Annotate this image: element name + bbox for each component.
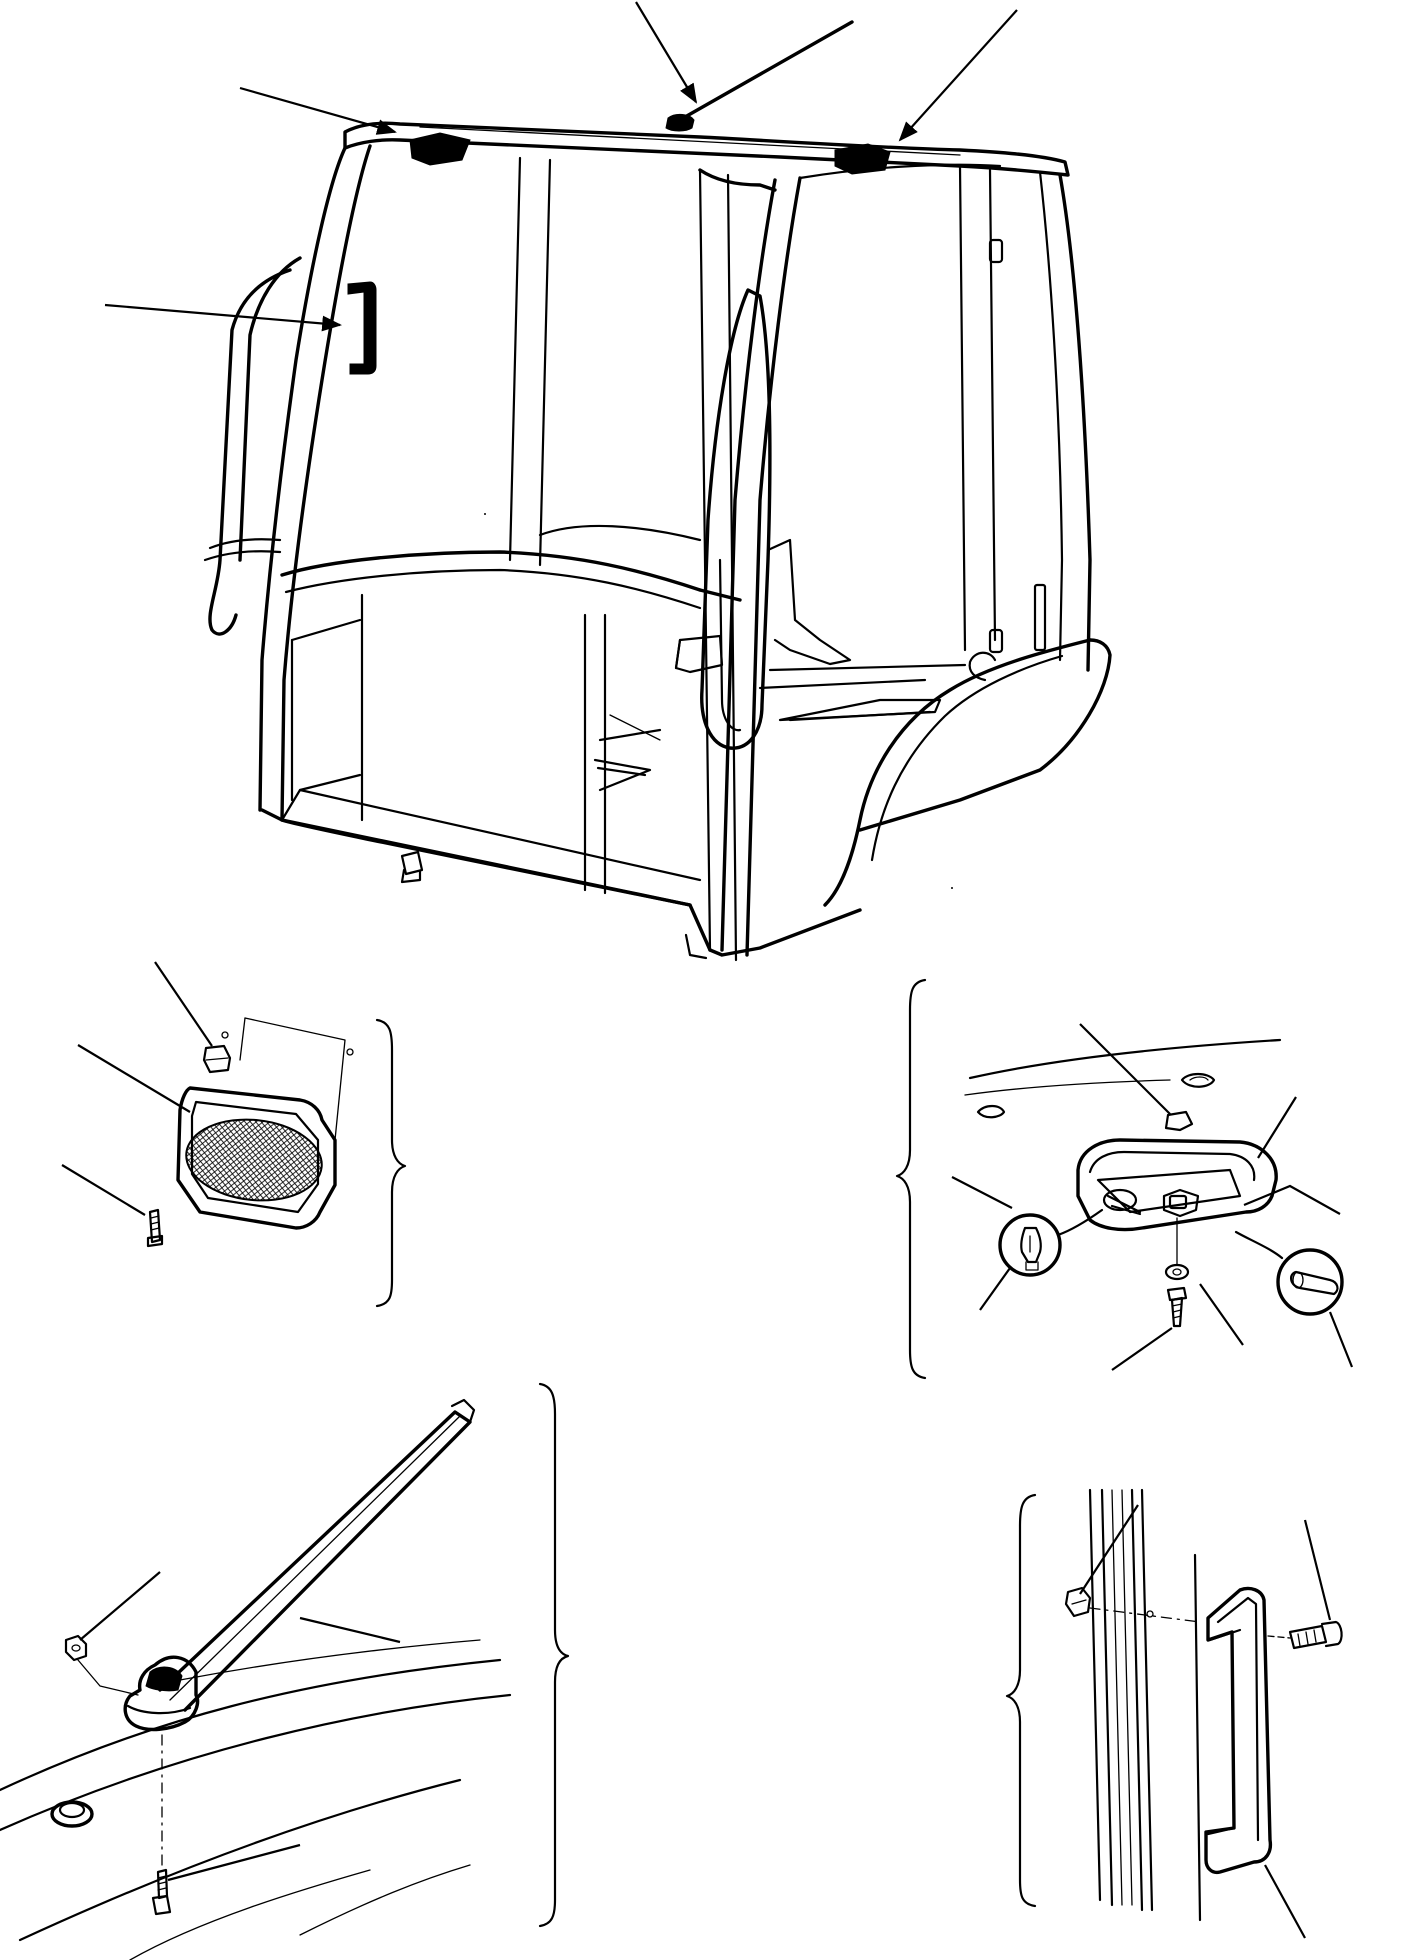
antenna-brace bbox=[538, 1382, 570, 1928]
handle-clip-nut bbox=[1064, 1586, 1092, 1618]
speaker-detail bbox=[61, 961, 407, 1308]
cab-overview bbox=[203, 20, 1112, 962]
antenna-detail bbox=[0, 1382, 570, 1960]
door-handle bbox=[347, 281, 377, 375]
speaker-frame bbox=[176, 1086, 337, 1230]
dome-washer bbox=[1164, 1263, 1190, 1281]
dome-light-detail bbox=[895, 978, 1354, 1380]
speaker-screw bbox=[148, 1208, 162, 1244]
antenna-base bbox=[123, 1655, 200, 1732]
grab-handle bbox=[1204, 1586, 1273, 1875]
roof-pad-right bbox=[834, 143, 891, 175]
antenna-nut bbox=[64, 1634, 88, 1662]
dome-light-housing bbox=[1076, 1138, 1278, 1232]
handle-brace bbox=[1005, 1493, 1037, 1908]
dome-screw bbox=[1166, 1286, 1188, 1302]
fuse-detail bbox=[1276, 1248, 1344, 1316]
cab-leader-lines bbox=[104, 1, 1018, 332]
speaker-grille bbox=[185, 1118, 323, 1202]
speaker-brace bbox=[375, 1018, 407, 1308]
speaker-clip-nut bbox=[202, 1044, 232, 1074]
bulb-detail bbox=[998, 1213, 1062, 1277]
grab-handle-detail bbox=[1005, 1488, 1343, 1939]
handle-bolt bbox=[1288, 1624, 1328, 1650]
antenna-mast bbox=[158, 1410, 472, 1712]
dome-clip bbox=[1164, 1110, 1194, 1132]
roof-antenna bbox=[665, 113, 695, 132]
cab-roof bbox=[343, 121, 1070, 177]
roof-pad-left bbox=[409, 132, 471, 166]
antenna-bolt bbox=[151, 1894, 172, 1916]
dome-brace bbox=[895, 978, 927, 1380]
